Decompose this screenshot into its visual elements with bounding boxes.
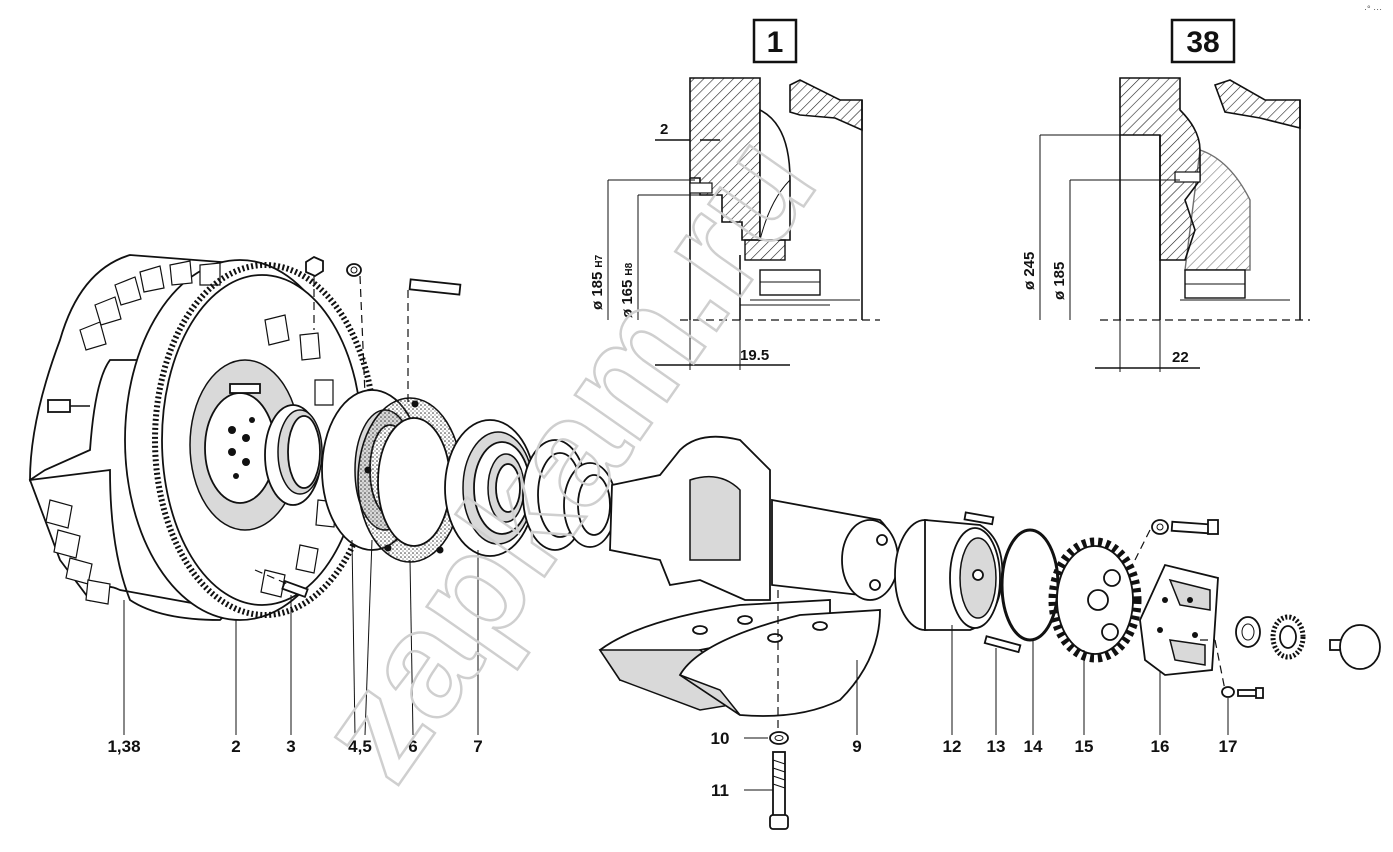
part-7-ball-bearing [444, 419, 536, 557]
callout-7: 7 [473, 737, 482, 756]
detail-38-box [1170, 18, 1236, 64]
callout-17: 17 [1219, 737, 1238, 756]
part-17-bolt-washer [1221, 686, 1264, 699]
part-14-snap-ring [1000, 528, 1060, 642]
detail-38-dim-inner: ø 185 [1051, 262, 1068, 300]
callout-13: 13 [987, 737, 1006, 756]
detail-view-38: 38 ø 245 ø 185 22 [1021, 18, 1310, 372]
detail-1-bearing-seat [789, 79, 863, 132]
part-13-pin [963, 511, 1022, 654]
callout-3: 3 [286, 737, 295, 756]
part-9-counterweights [598, 590, 881, 730]
detail-1-bore-curve [759, 108, 791, 241]
callout-9: 9 [852, 737, 861, 756]
washer-right [1235, 616, 1261, 648]
detail-1-housing-section [689, 77, 761, 241]
detail-1-label: 1 [767, 26, 784, 59]
callout-16: 16 [1151, 737, 1170, 756]
detail-1-shoulder [744, 239, 786, 261]
callout-12: 12 [943, 737, 962, 756]
detail-38-dim-depth: 22 [1172, 349, 1189, 366]
crankshaft [609, 435, 899, 601]
part-10-washer [769, 731, 789, 745]
part-6-gasket [357, 397, 463, 563]
callout-2: 2 [231, 737, 240, 756]
detail-38-dowel [1174, 171, 1201, 183]
callout-4-5: 4,5 [348, 737, 372, 756]
part-3-stud [254, 569, 309, 599]
callout-10: 10 [711, 729, 730, 748]
detail-1-dowel [689, 182, 713, 194]
bolt-washer-upper [1134, 519, 1219, 561]
part-4-5-seal-ring [264, 404, 323, 506]
callout-14: 14 [1024, 737, 1043, 756]
part-12-drum [894, 519, 1004, 631]
callout-1-38: 1,38 [107, 737, 140, 756]
detail-1-dim-depth: 19.5 [740, 347, 769, 364]
detail-1-box [752, 18, 798, 64]
detail-1-dim-step: 2 [660, 121, 668, 138]
detail-view-1: 1 2 ø 185H7 ø 165H8 19.5 [589, 18, 880, 370]
detail-38-bearing-seat [1213, 79, 1301, 130]
detail-38-label: 38 [1186, 26, 1219, 59]
part-15-gear [1048, 537, 1142, 663]
callout-labels: 1,38 2 3 4,5 6 7 9 10 11 12 13 14 15 16 … [107, 729, 1237, 800]
detail-38-dim-outer: ø 245 [1021, 252, 1038, 290]
end-cap-right [1329, 624, 1381, 670]
callout-6: 6 [408, 737, 417, 756]
bearing-rings [522, 439, 617, 551]
detail-1-dim-inner: ø 165H8 [619, 262, 636, 318]
callout-15: 15 [1075, 737, 1094, 756]
stud-top [407, 278, 462, 402]
nut-washer-top [305, 255, 366, 396]
callout-11: 11 [711, 781, 729, 800]
part-11-bolt [769, 751, 789, 830]
callout-leaders [123, 539, 1229, 791]
needle-bearing-right [1270, 614, 1306, 660]
part-16-cover [1139, 563, 1226, 691]
detail-1-dim-outer: ø 185H7 [589, 254, 606, 310]
corner-mark: ·° ··· [1364, 4, 1382, 14]
